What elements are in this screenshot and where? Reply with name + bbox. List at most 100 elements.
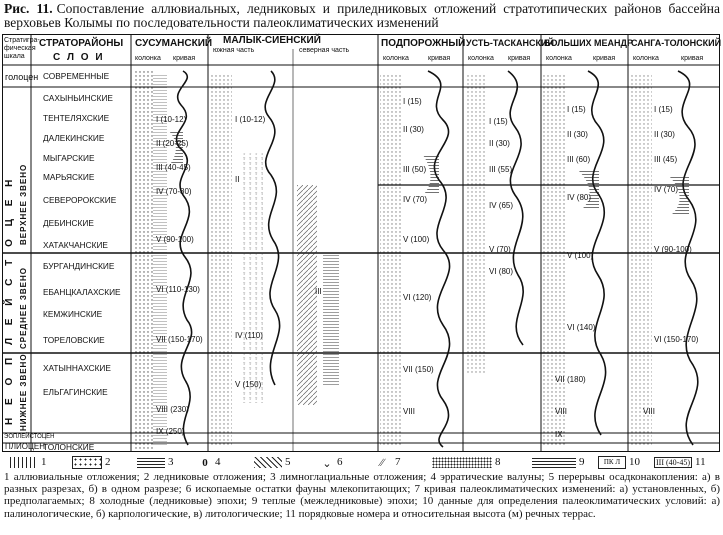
terrace-label: III (45) [654,155,678,164]
terrace-label: IV (110) [235,331,263,340]
col-label-column-5: колонка [633,55,659,62]
malyk-north: северная часть [299,47,350,54]
legend-item-9: 9 [532,456,585,468]
terrace-label: II (30) [403,125,424,134]
legend-item-2: 2 [72,456,111,469]
col-label-curve: кривая [173,55,196,62]
layer-name: ХАТАКЧАНСКИЕ [43,240,108,250]
data-type-icon: ПК Л [598,456,626,469]
region-bolsh-meandr: БОЛЬШИХ МЕАНДР [544,38,633,48]
region-susuman: СУСУМАНСКИЙ [135,38,213,49]
layer-name: СОВРЕМЕННЫЕ [43,71,110,81]
chart-graphics: т [3,35,719,451]
legend-item-1: 1 [10,456,47,468]
strat-scale-header: Стратигра­фическая шкала [4,37,40,60]
legend-item-6: ⌄6 [320,456,342,470]
col-label-column-3: колонка [468,55,494,62]
terrace-label: IX [555,430,563,439]
terrace-label: III (40-45) [156,163,191,172]
fauna-icon: ⌄ [322,457,332,470]
holocene-label: голоцен [5,72,39,82]
legend-item-11: III (40-45)11 [654,456,706,468]
layer-name: ДАЛЕКИНСКИЕ [43,133,105,143]
col-label-curve-3: кривая [508,55,531,62]
terrace-label: I (15) [654,105,673,114]
layer-name: ТЕНТЕЛЯХСКИЕ [43,113,110,123]
terrace-label: VI (150-170) [654,335,699,344]
terrace-label: I (15) [489,117,508,126]
paleoclimate-curves [175,70,699,448]
hiatus-swatch [254,456,282,468]
layer-name: ТОЛОНСКИЕ [43,442,95,452]
layer-name: МАРЬЯСКИЕ [43,172,95,182]
legend-item-3: 3 [137,456,174,468]
col-label-column: колонка [135,55,161,62]
terrace-label: VI (140) [567,323,596,332]
terrace-label: VIII [555,407,568,416]
terrace-label: V (100) [403,235,430,244]
terrace-label: II [235,175,240,184]
terrace-label: III [315,287,322,296]
legend-item-8: 8 [432,456,501,468]
terrace-label: I (15) [567,105,586,114]
terrace-label: II (30) [654,130,675,139]
sediment-columns [133,71,652,451]
layer-name: ТОРЕЛОВСКИЕ [43,335,105,345]
region-sanga-tolon: САНГА-ТОЛОНСКИЙ [631,38,722,48]
correlation-chart: т [2,34,722,452]
terrace-label: IV (80) [567,193,592,202]
upper-link-label: ВЕРХНЕЕ ЗВЕНО [19,163,28,245]
terrace-label: VI (80) [489,267,514,276]
terrace-label: IV (70) [654,185,679,194]
col-label-curve-2: кривая [428,55,451,62]
alluvial-swatch [10,456,38,468]
terrace-label: VII (180) [555,375,586,384]
terrace-label: VII (150) [403,365,434,374]
col-label-curve-4: кривая [593,55,616,62]
layer-name: БУРГАНДИНСКИЕ [43,261,115,271]
col-label-curve-5: кривая [681,55,704,62]
terrace-label: VIII [403,407,416,416]
cold-epoch-swatch [432,456,492,468]
glacial-swatch [72,456,102,469]
figure-caption: Рис. 11.Сопоставление аллювиальных, ледн… [4,2,720,30]
terrace-label: III (60) [567,155,591,164]
legend-item-5: 5 [254,456,291,468]
figure-number: Рис. 11. [4,1,53,16]
terrace-label: V (150) [235,380,262,389]
terrace-label: IX (250) [156,427,185,436]
curve-icon: ∕∕ [380,456,384,469]
warm-epoch-swatch [532,456,576,468]
lower-link-label: НИЖНЕЕ ЗВЕНО [19,353,28,431]
layer-name: КЕМЖИНСКИЕ [43,309,103,319]
terrace-label: VI (120) [403,293,432,302]
terrace-number-sample: III (40-45) [654,457,692,468]
terrace-label: VIII [643,407,656,416]
terrace-label: VIII (230) [156,405,189,414]
terrace-label: III (50) [403,165,427,174]
malyk-south: южная часть [213,47,255,54]
terrace-label: V (100) [567,251,594,260]
limnoglacial-swatch [137,456,165,468]
terrace-label: V (90-100) [654,245,692,254]
col-label-column-2: колонка [383,55,409,62]
pliocene-label: ПЛИОЦЕН [5,442,46,451]
terrace-label: IV (65) [489,201,514,210]
regions-title: СТРАТОРАЙОНЫ [39,38,124,49]
layer-name: ХАТЫННАХСКИЕ [43,363,111,373]
terrace-label: IV (70-80) [156,187,192,196]
terrace-label: VI (110-130) [156,285,200,294]
terrace-label: V (70) [489,245,511,254]
neopleistocene-label: Н Е О П Л Е Й С Т О Ц Е Н [4,174,15,425]
col-label-column-4: колонка [546,55,572,62]
layer-name: СЕВЕРОРОКСКИЕ [43,195,117,205]
legend-description: 1 аллювиальные отложения; 2 ледниковые о… [4,471,720,520]
terrace-label: II (30) [489,139,510,148]
figure-title: Сопоставление аллювиальных, ледниковых и… [4,1,720,30]
terrace-label: II (20-25) [156,139,189,148]
legend-item-7: ∕∕7 [372,456,400,469]
layer-name: САХЫНЬИНСКИЕ [43,93,113,103]
region-ust-taskan: УСТЬ-ТАСКАНСКИЙ [466,38,554,48]
terrace-label: IV (70) [403,195,428,204]
